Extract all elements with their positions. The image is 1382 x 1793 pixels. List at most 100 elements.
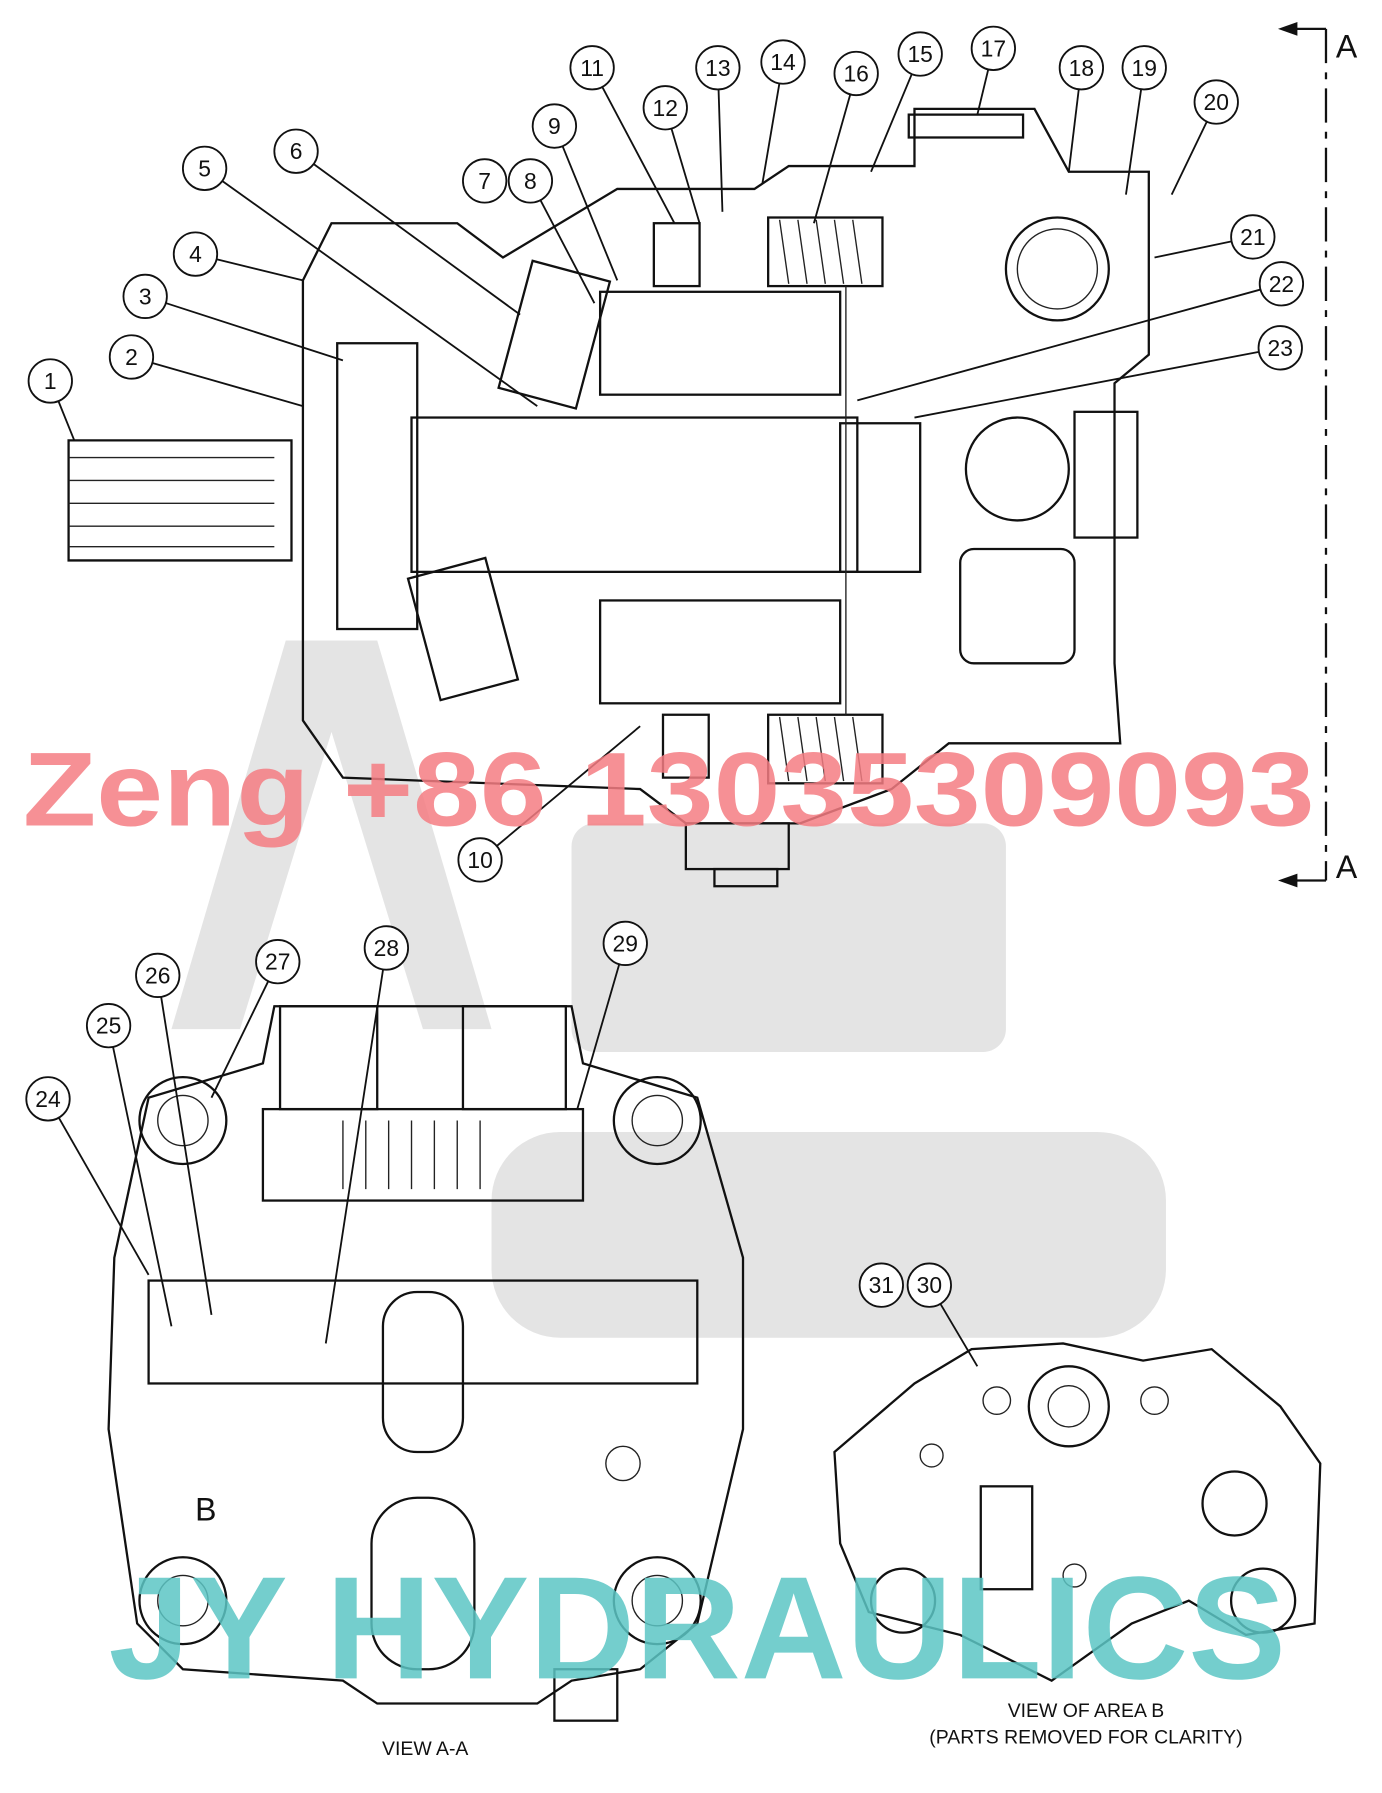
callout-number: 11	[580, 55, 604, 81]
callout-number: 16	[843, 60, 868, 86]
section-marker-top: A	[1336, 28, 1358, 64]
leader-line	[670, 128, 701, 224]
callout-circle	[602, 920, 648, 967]
callout-circle	[85, 1003, 132, 1049]
leader-line	[1067, 89, 1080, 172]
callout-circle	[255, 939, 301, 985]
callout-31: 31	[858, 1262, 904, 1308]
callout-circle	[858, 1262, 904, 1308]
callout-number: 26	[145, 962, 170, 988]
callout-number: 4	[189, 241, 202, 267]
callout-23: 23	[914, 325, 1303, 419]
leader-line	[216, 258, 304, 282]
callout-circle	[181, 145, 228, 191]
leader-line	[165, 302, 344, 362]
callout-number: 19	[1132, 55, 1157, 81]
callout-number: 1	[44, 368, 57, 394]
leader-line	[324, 969, 384, 1344]
area-marker-b: B	[195, 1492, 216, 1528]
callout-circle	[363, 925, 409, 971]
leader-line	[914, 350, 1260, 419]
callout-number: 3	[139, 283, 152, 309]
callout-30: 30	[906, 1262, 979, 1367]
callout-circle	[1230, 214, 1276, 260]
view-area-b: VIEW OF AREA B (PARTS REMOVED FOR CLARIT…	[833, 1342, 1322, 1749]
background-logo	[171, 640, 1166, 1338]
callout-number: 25	[96, 1013, 121, 1039]
callout-circle	[760, 39, 806, 85]
callout-number: 7	[478, 168, 491, 194]
leader-line	[1125, 89, 1143, 195]
callout-5: 5	[181, 145, 538, 407]
leader-line	[496, 725, 641, 847]
leader-line	[813, 94, 852, 224]
callout-12: 12	[642, 85, 701, 224]
callout-circle	[906, 1262, 952, 1308]
callout-circle	[1258, 261, 1305, 307]
leader-line	[561, 145, 619, 281]
callout-number: 15	[907, 41, 932, 67]
callout-21: 21	[1154, 214, 1276, 260]
callout-8: 8	[507, 158, 596, 304]
callout-number: 14	[770, 49, 796, 75]
callout-number: 9	[548, 113, 561, 139]
callout-10: 10	[457, 725, 641, 883]
leader-line	[1170, 121, 1208, 196]
main-section-view	[67, 107, 1150, 888]
leader-line	[160, 996, 213, 1316]
callout-number: 31	[869, 1272, 894, 1298]
section-marker-bottom: A	[1336, 849, 1358, 885]
callout-number: 12	[653, 95, 678, 121]
callout-number: 29	[613, 930, 638, 956]
callout-28: 28	[324, 925, 409, 1344]
callout-number: 23	[1268, 335, 1293, 361]
callout-number: 8	[524, 168, 537, 194]
leader-line	[761, 83, 781, 184]
callout-circle	[897, 31, 943, 77]
callout-circle	[108, 334, 155, 380]
callout-17: 17	[970, 25, 1016, 115]
callout-circle	[507, 158, 554, 204]
callout-number: 6	[290, 138, 303, 164]
callout-circle	[457, 837, 503, 883]
leader-line	[717, 89, 724, 212]
callout-25: 25	[85, 1003, 173, 1327]
brand-watermark: JY HYDRAULICS	[109, 1547, 1286, 1710]
callout-circle	[695, 45, 741, 91]
callout-22: 22	[857, 261, 1305, 402]
callout-circle	[27, 358, 73, 404]
callout-number: 17	[981, 35, 1006, 61]
callout-circle	[25, 1076, 71, 1122]
leader-line	[112, 1046, 173, 1327]
callout-18: 18	[1058, 45, 1104, 172]
callout-number: 2	[125, 344, 138, 370]
view-b-caption-line1: VIEW OF AREA B	[1008, 1700, 1165, 1722]
callout-9: 9	[531, 103, 619, 281]
callout-24: 24	[25, 1076, 150, 1276]
leader-line	[870, 73, 913, 173]
callout-number: 22	[1269, 271, 1294, 297]
leader-line	[976, 69, 990, 115]
callout-circle	[1193, 79, 1239, 125]
callout-7: 7	[462, 158, 508, 204]
leader-line	[601, 86, 676, 224]
callout-19: 19	[1121, 45, 1167, 195]
callout-number: 18	[1069, 55, 1094, 81]
phone-watermark: Zeng +86 13035309093	[23, 732, 1315, 849]
callout-number: 30	[917, 1272, 942, 1298]
leader-line	[221, 180, 538, 407]
callout-number: 10	[467, 847, 492, 873]
view-a-a: B VIEW A-A	[107, 1005, 745, 1760]
callout-number: 21	[1240, 224, 1265, 250]
callout-circle	[569, 45, 615, 91]
callout-number: 5	[198, 155, 211, 181]
callout-circle	[531, 103, 578, 149]
section-line-a-a: A A	[1277, 22, 1358, 888]
callout-circle	[273, 128, 319, 174]
callout-20: 20	[1170, 79, 1239, 196]
callout-circle	[1121, 45, 1167, 91]
callout-4: 4	[172, 231, 304, 282]
callout-6: 6	[273, 128, 521, 316]
callout-number: 20	[1204, 89, 1229, 115]
